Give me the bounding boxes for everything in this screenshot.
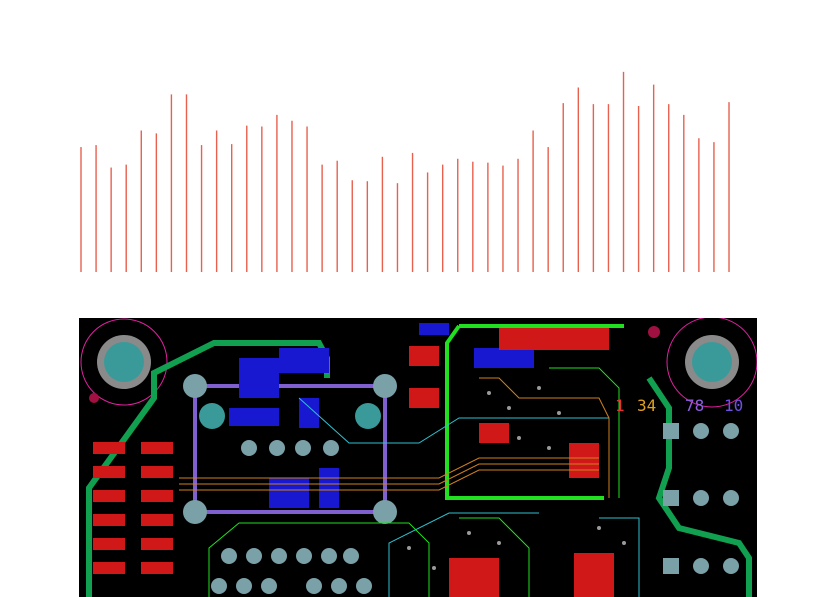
connector-corner-pad (183, 374, 207, 398)
connector-corner-pad (373, 374, 397, 398)
fiducial-marker (648, 326, 660, 338)
connector-corner-pad (183, 500, 207, 524)
small-vias (407, 386, 626, 570)
layer-label-34: 34 (637, 396, 656, 415)
signal-traces (179, 367, 640, 597)
net-outline-bright (445, 324, 624, 500)
fiducial-marker (89, 393, 99, 403)
layer-label-1: 1 (615, 396, 625, 415)
layer-label-78: 78 (685, 396, 704, 415)
bar-chart (80, 71, 730, 272)
bottom-copper-region (229, 323, 534, 508)
connector-outline (193, 384, 387, 514)
connector-mount-hole (199, 403, 225, 429)
power-trace-right (646, 376, 752, 597)
top-copper-pads (93, 328, 614, 597)
via-array (211, 423, 739, 594)
connector-corner-pad (373, 500, 397, 524)
pcb-layout: 1 34 78 10 (79, 318, 757, 597)
layer-label-10: 10 (724, 396, 743, 415)
connector-mount-hole (355, 403, 381, 429)
mounting-hole-left (80, 318, 168, 406)
mounting-hole-right (666, 318, 757, 408)
